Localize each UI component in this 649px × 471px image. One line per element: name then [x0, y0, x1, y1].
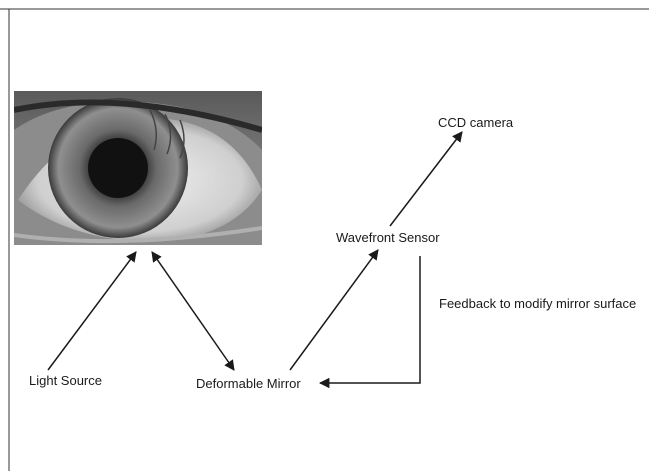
eye-photo: [14, 91, 262, 245]
arrow-mirror-to-wavefront: [289, 249, 379, 371]
wavefront-sensor-label: Wavefront Sensor: [336, 230, 440, 245]
arrow-feedback-loop: [318, 256, 421, 389]
ccd-camera-label: CCD camera: [438, 115, 514, 130]
arrow-wavefront-to-ccd: [389, 131, 463, 227]
arrow-light-source-to-eye: [47, 251, 137, 371]
eye-pupil: [88, 138, 148, 198]
light-source-label: Light Source: [29, 373, 102, 388]
deformable-mirror-label: Deformable Mirror: [196, 376, 301, 391]
feedback-label: Feedback to modify mirror surface: [439, 296, 637, 311]
arrow-eye-deformable-mirror: [151, 251, 235, 371]
